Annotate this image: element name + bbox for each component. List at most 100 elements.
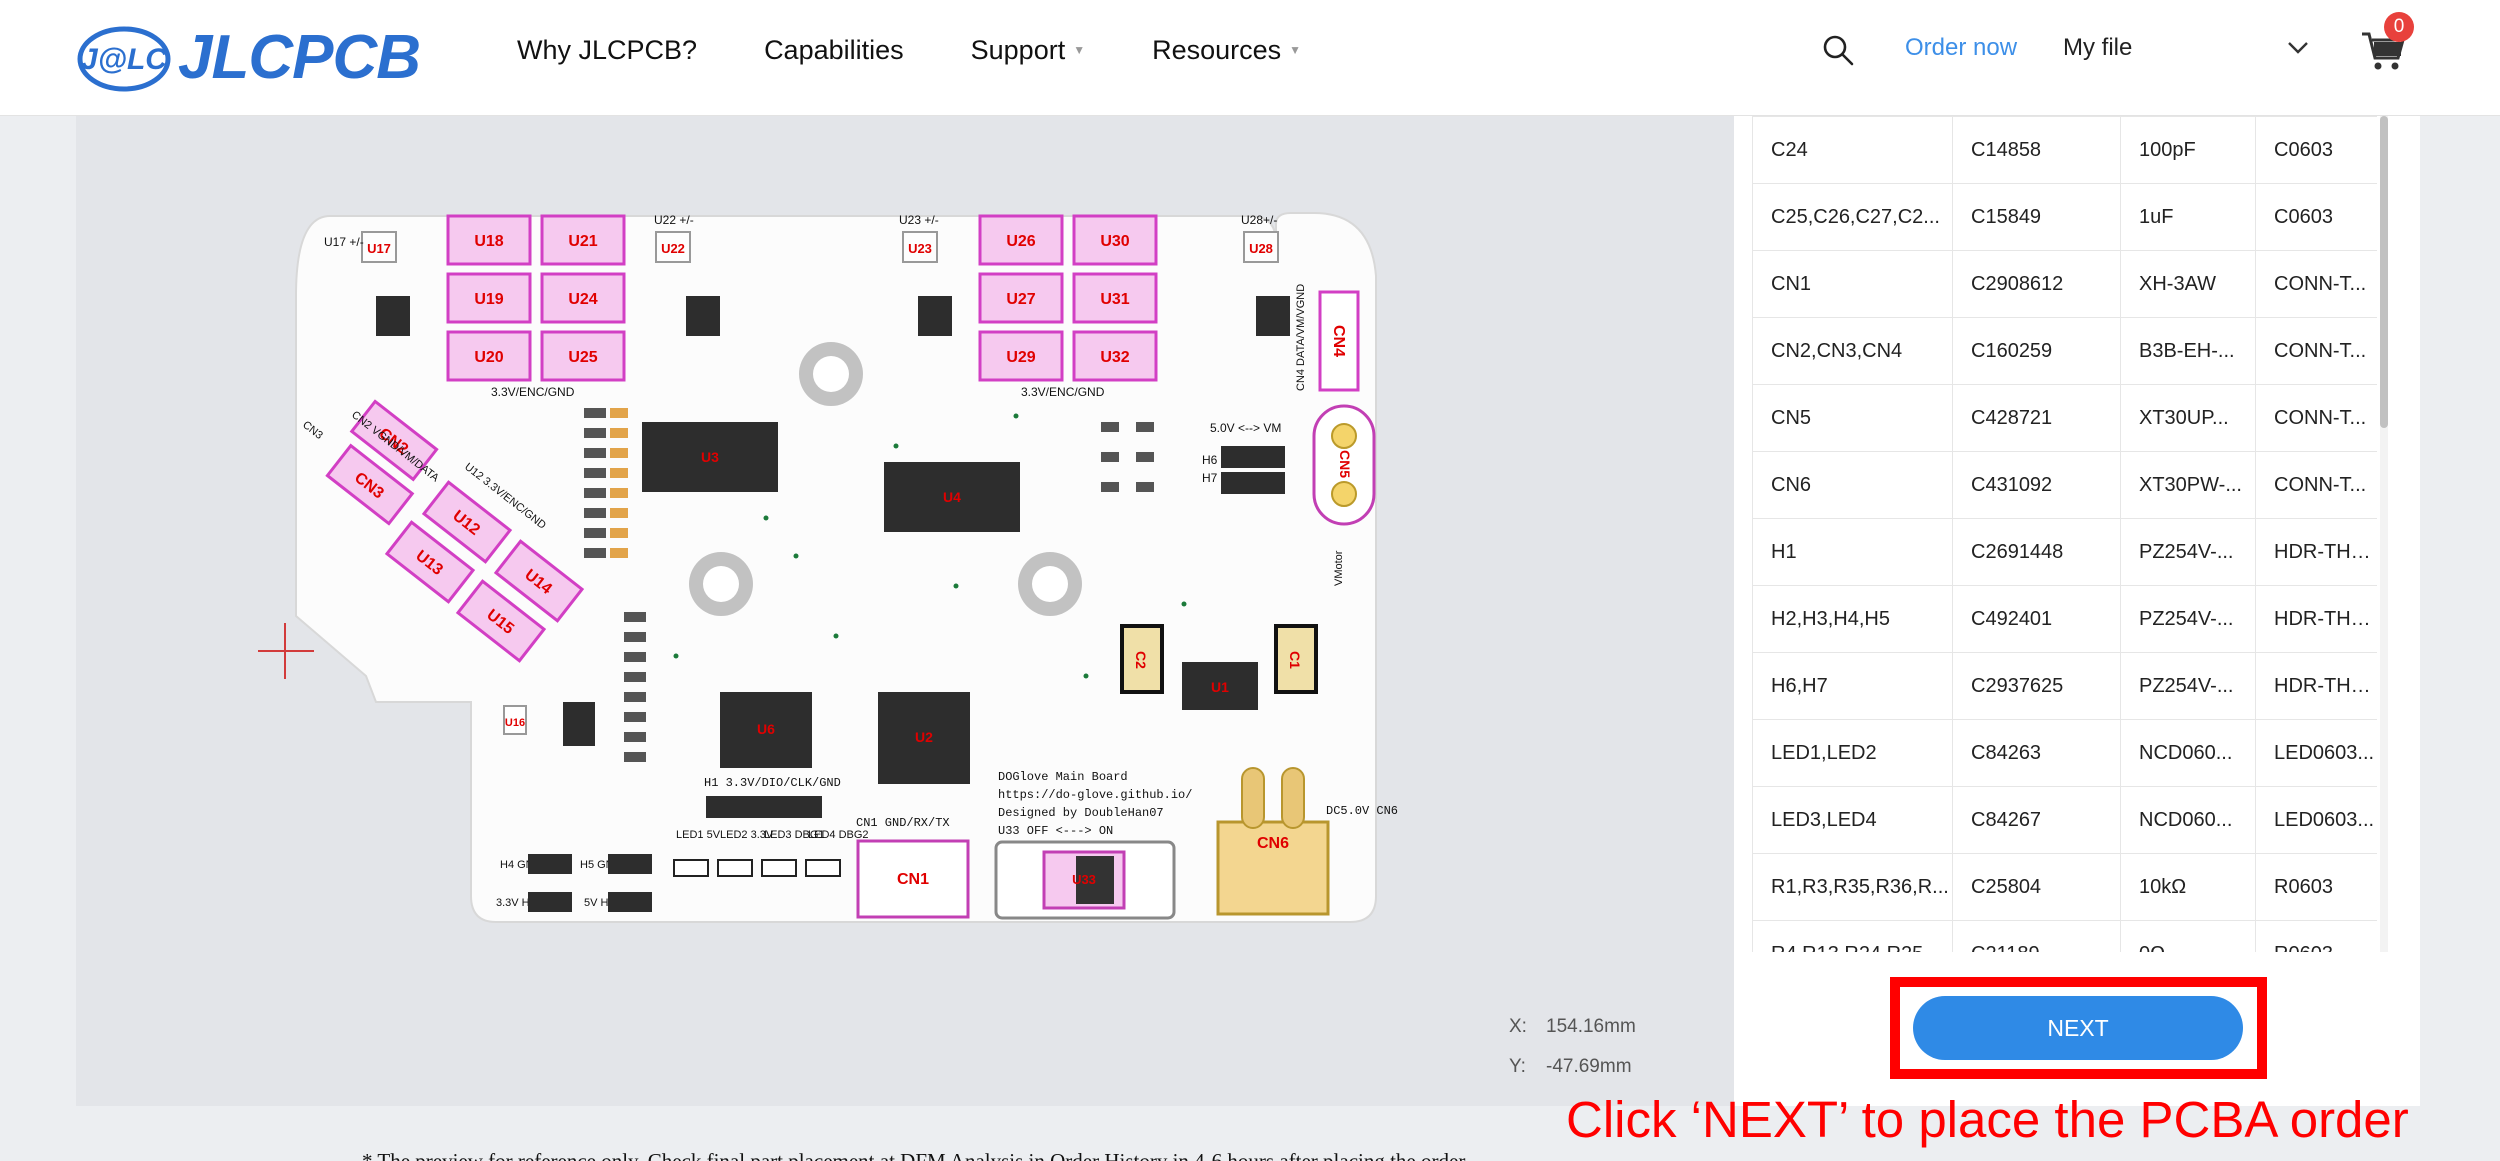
cn4-pin-label: CN4 DATA/VM/VGND [1295, 284, 1307, 391]
left-enc-label: 3.3V/ENC/GND [491, 385, 575, 399]
u21-label: U21 [568, 233, 597, 250]
u19-label: U19 [474, 291, 503, 308]
nav-support[interactable]: Support ▼ [971, 35, 1085, 66]
part-number-cell: C84263 [1952, 719, 2121, 787]
nav-why-jlcpcb[interactable]: Why JLCPCB? [517, 35, 697, 66]
value-cell: XT30PW-... [2120, 451, 2256, 519]
search-icon[interactable] [1822, 34, 1854, 66]
value-cell: NCD060... [2120, 786, 2256, 854]
bom-scrollbar-thumb[interactable] [2380, 116, 2388, 428]
u22-label: U22 [661, 241, 685, 256]
h1-label: H1 3.3V/DIO/CLK/GND [704, 776, 841, 790]
chevron-down-icon[interactable] [2286, 38, 2310, 58]
designator-cell: C24 [1752, 116, 1953, 184]
logo-text: JLCPCB [178, 22, 421, 92]
h2-h5-headers: H4 GND H5 GND 3.3V H3 5V H2 [496, 854, 652, 912]
footprint-cell: HDR-TH_... [2255, 585, 2377, 653]
part-number-cell: C431092 [1952, 451, 2121, 519]
coord-y-value: -47.69mm [1546, 1056, 1632, 1077]
designator-cell: C25,C26,C27,C2... [1752, 183, 1953, 251]
u26-label: U26 [1006, 233, 1035, 250]
value-cell: PZ254V-... [2120, 652, 2256, 720]
footprint-cell: CONN-T... [2255, 317, 2377, 385]
cn4-label: CN4 [1330, 325, 1347, 357]
nav-label: Resources [1152, 34, 1282, 65]
nav-label: Capabilities [764, 34, 904, 65]
designator-cell: CN2,CN3,CN4 [1752, 317, 1953, 385]
led-group: LED1 5V LED2 3.3V LED3 DBG1 LED4 DBG2 [673, 829, 869, 877]
footprint-cell: R0603 [2255, 920, 2377, 952]
led2-label: LED2 3.3V [720, 829, 774, 841]
part-number-cell: C160259 [1952, 317, 2121, 385]
designator-cell: CN1 [1752, 250, 1953, 318]
pcb-board-preview[interactable]: U18 U21 U19 U24 U20 U25 U26 U30 U27 U31 … [76, 116, 1734, 1106]
value-cell: 100pF [2120, 116, 2256, 184]
board-url: https://do-glove.github.io/ [998, 788, 1192, 802]
pcb-preview-panel: U18 U21 U19 U24 U20 U25 U26 U30 U27 U31 … [76, 116, 1734, 1161]
crosshair-icon [258, 623, 314, 679]
nav-capabilities[interactable]: Capabilities [764, 35, 904, 66]
led1-label: LED1 5V [676, 829, 721, 841]
caret-down-icon: ▼ [1073, 43, 1086, 57]
footprint-cell: CONN-T... [2255, 384, 2377, 452]
board-designer: Designed by DoubleHan07 [998, 806, 1164, 820]
part-number-cell: C428721 [1952, 384, 2121, 452]
footprint-cell: LED0603... [2255, 786, 2377, 854]
part-number-cell: C2937625 [1952, 652, 2121, 720]
u23-label: U23 [908, 241, 932, 256]
h1-header [706, 796, 822, 818]
u6-label: U6 [757, 721, 775, 737]
dc-label: DC5.0V CN6 [1326, 804, 1398, 818]
main-nav: Why JLCPCB? Capabilities Support ▼ Resour… [517, 30, 1368, 70]
u25-label: U25 [568, 349, 597, 366]
h2-label: 5V H2 [584, 897, 615, 909]
designator-cell: LED1,LED2 [1752, 719, 1953, 787]
order-now-link[interactable]: Order now [1905, 34, 2018, 61]
u3-label: U3 [701, 449, 719, 465]
u29-label: U29 [1006, 349, 1035, 366]
footprint-cell: HDR-TH_... [2255, 518, 2377, 586]
cn5-connector: CN5 VMotor [1312, 404, 1376, 586]
nav-label: Support [970, 34, 1066, 65]
u17-label: U17 [367, 241, 391, 256]
jlcpcb-logo[interactable]: J@LC JLCPCB [72, 14, 421, 100]
silkscreen-top-labels: U22 +/- U23 +/- U28+/- U17 +/- 3.3V/ENC/… [324, 213, 1277, 399]
value-cell: B3B-EH-... [2120, 317, 2256, 385]
c2-label: C2 [1133, 651, 1149, 669]
u28-label: U28 [1249, 241, 1273, 256]
bom-scrollbar-track[interactable] [2380, 116, 2388, 952]
my-file-menu[interactable]: My file [2063, 34, 2133, 61]
mounting-holes [689, 342, 1082, 616]
designator-cell: H6,H7 [1752, 652, 1953, 720]
c1-label: C1 [1287, 651, 1303, 669]
footprint-cell: C0603 [2255, 183, 2377, 251]
cn1-label: CN1 [897, 871, 929, 888]
u31-label: U31 [1100, 291, 1129, 308]
nav-label: Why JLCPCB? [517, 34, 698, 65]
coord-y-label: Y: [1509, 1056, 1526, 1077]
u18-label: U18 [474, 233, 503, 250]
value-cell: PZ254V-... [2120, 518, 2256, 586]
cart-count-badge: 0 [2384, 12, 2414, 42]
instruction-caption: Click ‘NEXT’ to place the PCBA order [1566, 1091, 2409, 1148]
vm-label: 5.0V <--> VM [1210, 421, 1281, 435]
next-button[interactable]: NEXT [1913, 996, 2243, 1060]
u24-label: U24 [568, 291, 597, 308]
h6-h7-headers: 5.0V <--> VM H6 H7 [1202, 421, 1285, 494]
caret-down-icon: ▼ [1289, 43, 1302, 57]
cn5-label: CN5 [1337, 450, 1353, 478]
h3-label: 3.3V H3 [496, 897, 536, 909]
nav-resources[interactable]: Resources ▼ [1152, 35, 1301, 66]
